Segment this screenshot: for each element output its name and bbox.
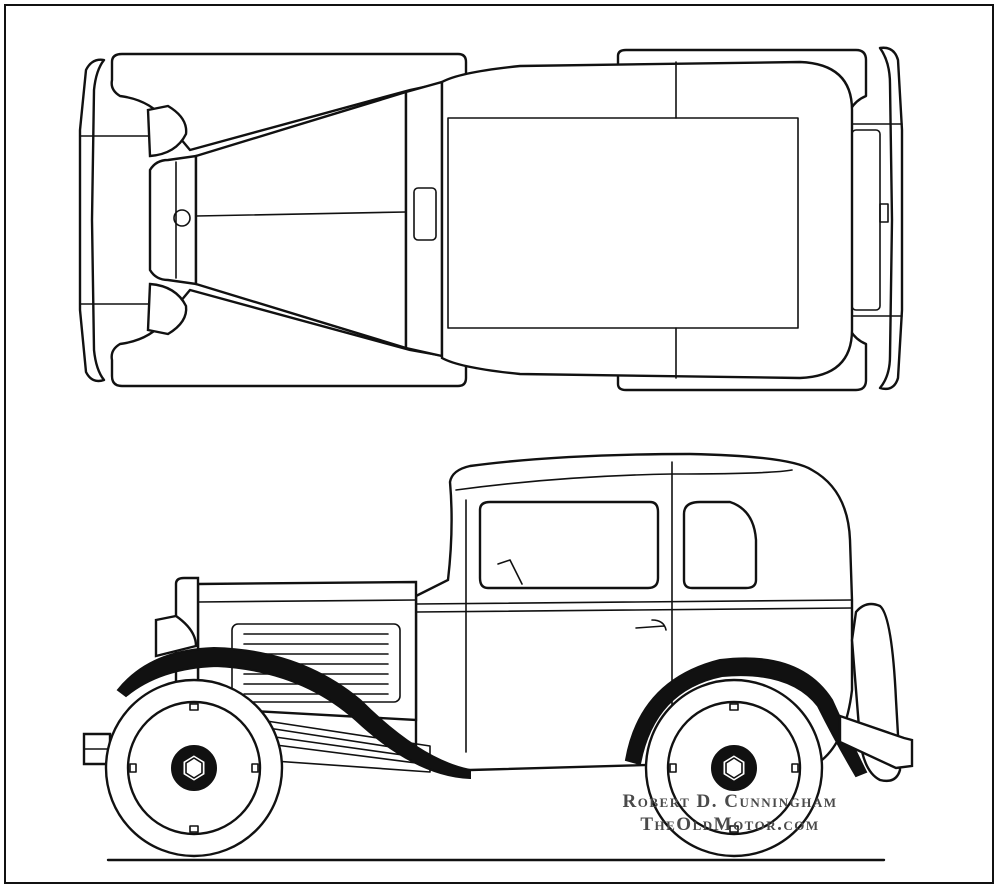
top-cowl-vent xyxy=(413,187,437,241)
side-rear-window xyxy=(682,500,758,590)
top-view xyxy=(78,46,904,392)
side-door-handle xyxy=(635,619,667,631)
top-hood xyxy=(194,90,408,350)
top-spare-tire xyxy=(851,129,881,311)
side-rear-fender xyxy=(624,657,868,778)
side-front-wheel xyxy=(104,678,284,858)
side-headlamp xyxy=(154,614,198,658)
side-rear-bumper xyxy=(838,714,914,770)
side-view xyxy=(82,452,914,862)
credit-author: Robert D. Cunningham xyxy=(622,791,838,812)
side-front-window xyxy=(478,500,660,590)
side-rear-wheel xyxy=(644,678,824,858)
top-roof-panel xyxy=(447,117,799,329)
top-front-bumper xyxy=(78,58,106,383)
credit-website: TheOldMotor.com xyxy=(640,814,820,835)
top-roof xyxy=(440,60,854,380)
top-headlamp-lower xyxy=(146,282,188,336)
top-rear-bumper xyxy=(878,46,904,391)
artist-credit: Robert D. Cunningham TheOldMotor.com xyxy=(560,790,900,836)
top-radiator-cap xyxy=(173,209,191,227)
side-front-fender xyxy=(116,646,471,780)
top-headlamp-upper xyxy=(146,104,188,158)
